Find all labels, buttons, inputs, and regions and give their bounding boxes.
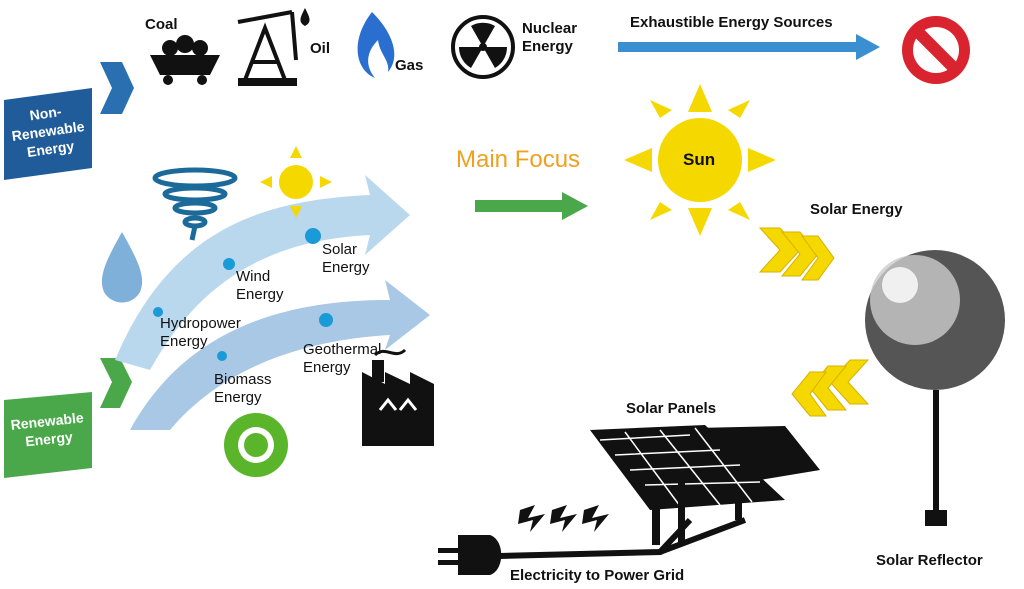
main-focus-arrow — [475, 192, 588, 220]
oil-label: Oil — [310, 40, 331, 57]
chevron-icon — [100, 62, 134, 114]
water-drop-icon — [101, 232, 143, 303]
small-sun-icon — [260, 146, 332, 218]
solar-energy-chevrons — [758, 227, 835, 281]
geothermal-factory-icon — [362, 348, 434, 446]
sun-icon — [624, 84, 776, 236]
non-renewable-label: Non-Renewable Energy — [10, 103, 86, 161]
chevron-icon — [100, 358, 132, 408]
solar-panels-icon — [590, 425, 820, 545]
prohibited-icon — [902, 16, 970, 84]
solar-source-label: Solar Energy — [322, 241, 370, 276]
exhaustible-label: Exhaustible Energy Sources — [630, 14, 833, 31]
solar-energy-label: Solar Energy — [810, 201, 903, 218]
main-focus-label: Main Focus — [456, 146, 581, 173]
solar-panels-label: Solar Panels — [626, 400, 717, 417]
biomass-label: Biomass Energy — [214, 371, 272, 406]
geothermal-label: Geothermal Energy — [303, 341, 382, 376]
gas-flame-icon — [357, 12, 395, 78]
sun-label: Sun — [683, 150, 716, 169]
solar-reflector-icon — [865, 250, 1005, 526]
hydropower-label: Hydropower Energy — [160, 315, 241, 350]
renewable-arrows — [115, 175, 430, 430]
power-plug-icon — [438, 517, 747, 575]
solar-reflector-label: Solar Reflector — [876, 552, 983, 569]
gas-label: Gas — [395, 57, 424, 74]
biomass-recycle-icon — [224, 413, 288, 477]
non-renewable-box — [4, 62, 134, 180]
oil-drop-icon — [300, 8, 310, 26]
lightning-icons — [518, 505, 609, 532]
reflected-chevrons — [791, 359, 870, 417]
renewable-box — [4, 358, 132, 478]
nuclear-icon — [451, 15, 515, 79]
wind-label: Wind Energy — [236, 268, 284, 303]
wind-tornado-icon — [152, 167, 238, 241]
nuclear-label: Nuclear Energy — [522, 20, 578, 55]
exhaustible-arrow — [618, 34, 880, 60]
grid-label: Electricity to Power Grid — [510, 567, 685, 584]
oil-pump-icon — [237, 10, 298, 86]
coal-cart-icon — [150, 35, 220, 85]
coal-label: Coal — [145, 16, 178, 33]
